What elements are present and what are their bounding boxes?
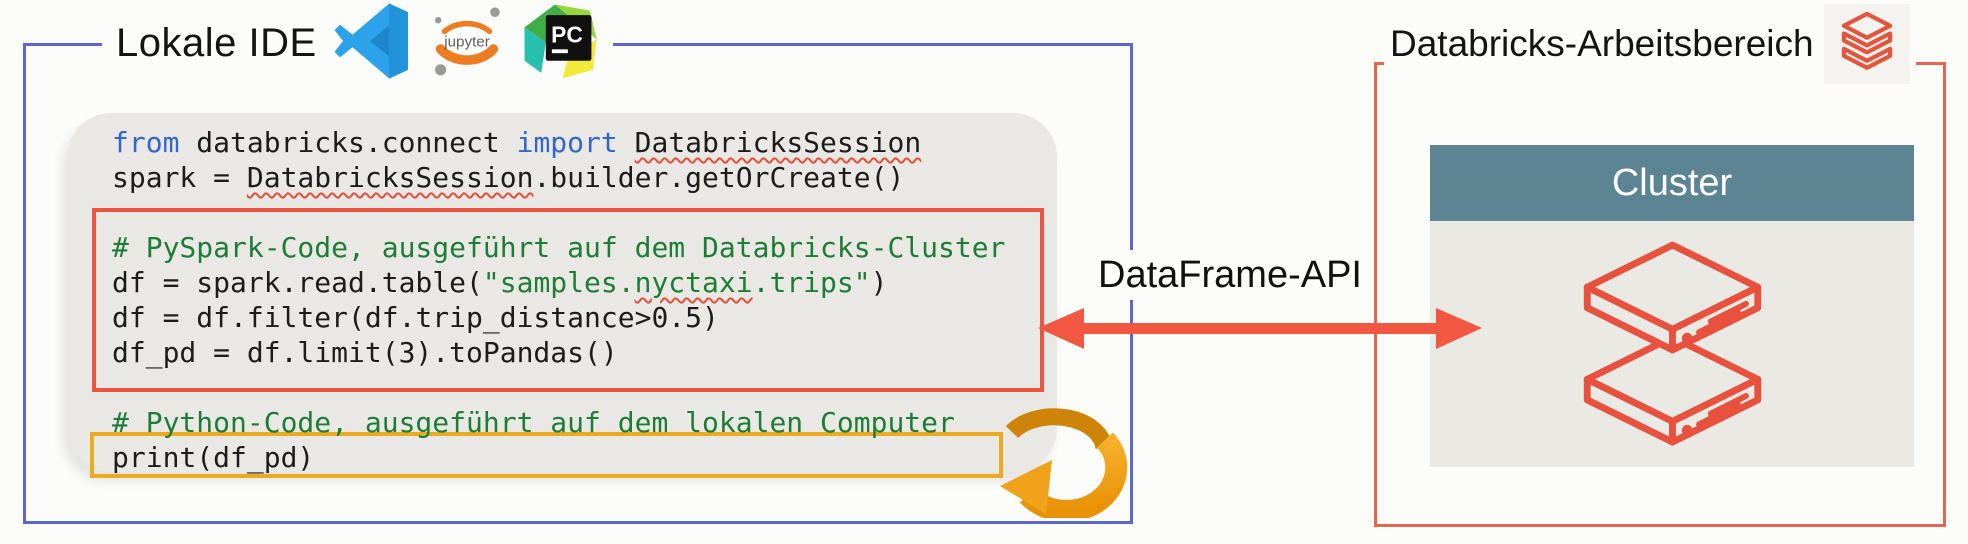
code-comment-python: # Python-Code, ausgeführt auf dem lokale… — [112, 406, 955, 439]
code-snippet: from databricks.connect import Databrick… — [112, 125, 1005, 475]
code-line-topandas: df_pd = df.limit(3).toPandas() — [112, 336, 618, 369]
class-name-spellcheck: DatabricksSession — [634, 126, 922, 159]
module-name: databricks.connect — [196, 126, 517, 159]
string-literal: .trips" — [752, 266, 871, 299]
databricks-logo-icon — [1823, 4, 1910, 84]
vscode-icon — [333, 2, 411, 85]
cluster-box: Cluster — [1430, 145, 1914, 467]
local-code-highlight-frame — [90, 432, 1003, 478]
jupyter-wordmark: jupyter — [443, 33, 490, 50]
code-line-read-table: df = spark.read.table("samples.nyctaxi.t… — [112, 265, 1005, 300]
code-line-spark-session: spark = DatabricksSession.builder.getOrC… — [112, 160, 1005, 195]
dataframe-api-label: DataFrame-API — [1098, 250, 1362, 300]
workspace-title: Databricks-Arbeitsbereich — [1390, 23, 1814, 64]
string-literal-spellcheck: nyctaxi — [634, 266, 753, 299]
workspace-header: Databricks-Arbeitsbereich — [1384, 4, 1916, 84]
code-line-print: print(df_pd) — [112, 441, 315, 474]
code-blank-line — [112, 195, 1005, 230]
cluster-stack-icon — [1583, 241, 1761, 445]
pycharm-wordmark: PC — [551, 21, 583, 47]
code-text: spark = — [112, 161, 247, 194]
loop-arrow-icon — [1000, 408, 1128, 518]
cluster-body — [1430, 221, 1914, 467]
code-comment-pyspark: # PySpark-Code, ausgeführt auf dem Datab… — [112, 231, 1006, 264]
code-line-import: from databricks.connect import Databrick… — [112, 125, 1005, 160]
jupyter-icon: jupyter — [427, 1, 507, 86]
code-block-background — [67, 113, 1057, 472]
code-text: ) — [870, 266, 888, 299]
pyspark-code-highlight-frame — [92, 208, 1044, 392]
local-ide-title: Lokale IDE — [116, 20, 317, 65]
keyword-from: from — [112, 126, 197, 159]
keyword-import: import — [516, 126, 635, 159]
cluster-header: Cluster — [1430, 145, 1914, 221]
local-ide-header: Lokale IDE jupyter — [102, 2, 613, 84]
code-blank-line — [112, 370, 1005, 405]
string-literal: "samples. — [482, 266, 635, 299]
code-text: .builder.getOrCreate() — [533, 161, 905, 194]
cluster-title: Cluster — [1611, 161, 1733, 204]
dataframe-arrow-icon — [1038, 308, 1482, 349]
class-name-spellcheck: DatabricksSession — [246, 161, 534, 194]
code-text: df = spark.read.table( — [112, 266, 483, 299]
pycharm-icon: PC — [523, 3, 599, 84]
code-line-filter: df = df.filter(df.trip_distance>0.5) — [112, 301, 719, 334]
